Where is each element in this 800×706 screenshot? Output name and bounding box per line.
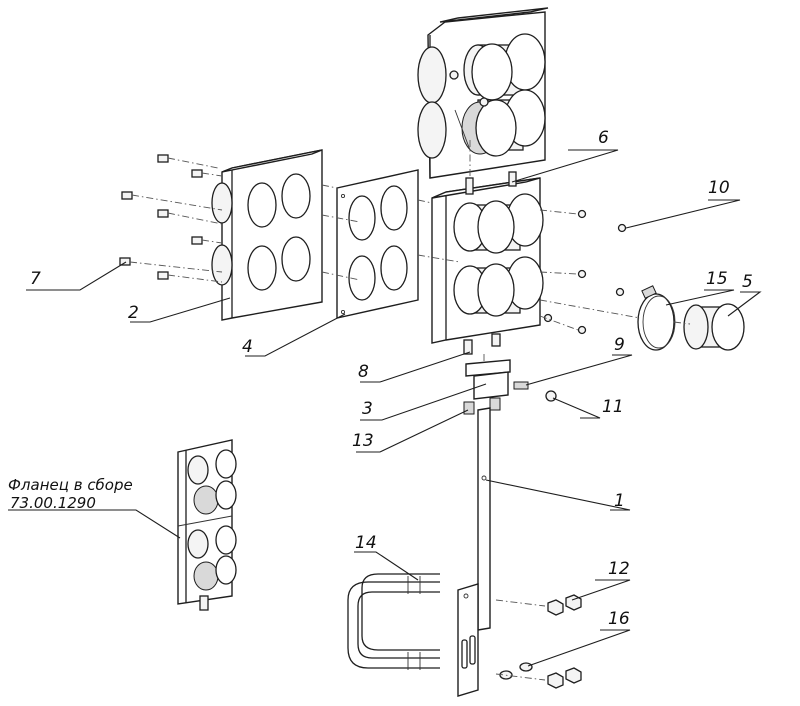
callout-3: 3 <box>362 399 373 419</box>
note-title: Фланец в сборе <box>8 476 133 494</box>
main-flange-plate <box>431 177 544 344</box>
callout-5: 5 <box>742 272 753 292</box>
bolt-part-9 <box>513 381 529 390</box>
assembled-flange-small-view <box>177 439 237 611</box>
callout-labels: 7 2 4 6 10 15 5 8 3 9 13 11 1 14 12 16 <box>30 128 753 629</box>
strip-part-1 <box>477 407 491 631</box>
clamp-part-13 <box>463 397 501 415</box>
callout-9: 9 <box>614 335 625 355</box>
callout-2: 2 <box>128 303 139 323</box>
callout-7: 7 <box>30 269 41 289</box>
cap-part-5 <box>683 303 745 351</box>
nuts-part-12 <box>547 594 582 689</box>
pin-part-8 <box>463 333 501 355</box>
u-bolt-part-14 <box>347 573 440 670</box>
callout-6: 6 <box>598 128 609 148</box>
callout-10: 10 <box>708 178 730 198</box>
alignment-lines <box>129 140 691 681</box>
callout-16: 16 <box>608 609 630 629</box>
stud-part-6 <box>465 171 517 195</box>
callout-11: 11 <box>602 397 624 417</box>
callout-12: 12 <box>608 559 630 579</box>
screws-part-7 <box>119 154 203 280</box>
callout-13: 13 <box>352 431 374 451</box>
callout-8: 8 <box>358 362 369 382</box>
top-flange-assembly <box>417 7 549 179</box>
bracket-plate-part-3 <box>465 359 511 400</box>
callout-14: 14 <box>355 533 377 553</box>
callout-4: 4 <box>242 337 253 357</box>
nut-part-11 <box>545 390 557 402</box>
flange-plate-part-2 <box>211 149 323 321</box>
leader-lines <box>8 149 762 667</box>
assembly-note: Фланец в сборе 73.00.1290 <box>8 476 133 512</box>
lower-bracket <box>457 583 479 697</box>
callout-1: 1 <box>614 491 625 511</box>
nuts-part-10 <box>543 209 627 335</box>
note-code: 73.00.1290 <box>10 494 96 512</box>
clamp-ring-part-15 <box>637 285 676 351</box>
callout-15: 15 <box>706 269 728 289</box>
gasket-part-4 <box>336 169 419 319</box>
